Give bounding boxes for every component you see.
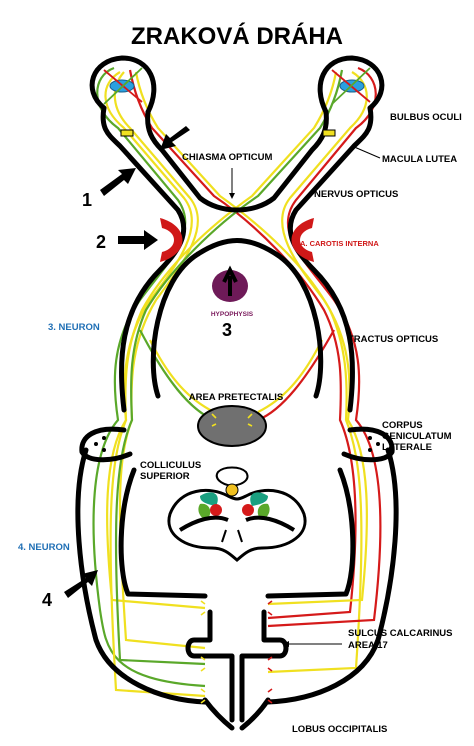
label-hypophysis: HYPOPHYSIS [211, 311, 254, 318]
label-corpus-3: LATERALE [382, 442, 432, 453]
left-ray-green [103, 67, 143, 105]
marker-4: 4 [42, 590, 52, 610]
left-green-nucleus [198, 503, 211, 520]
left-carotid-artery [160, 218, 183, 262]
right-ray-green [331, 67, 371, 105]
right-carotid-artery [291, 218, 314, 262]
numbered-arrows [64, 126, 190, 598]
tract-inner-left [150, 251, 201, 399]
label-sulcus-2: AREA 17 [348, 640, 388, 651]
right-macula [322, 129, 336, 137]
left-radiation-outer [75, 447, 208, 705]
chiasm-inner-border [145, 109, 329, 213]
right-occipital-tip [239, 697, 271, 731]
pointer-lines [229, 145, 381, 647]
marker-3: 3 [222, 320, 232, 340]
left-macula [120, 129, 134, 137]
left-eyeball-outline [89, 55, 157, 115]
label-lobus-occipitalis: LOBUS OCCIPITALIS [292, 724, 387, 735]
right-red-nucleus [242, 504, 254, 516]
marker-2: 2 [96, 232, 106, 252]
label-corpus-2: GENICULATUM [382, 431, 452, 442]
arrow-3-up [222, 265, 238, 296]
lgn-right [341, 426, 395, 463]
label-corpus-1: CORPUS [382, 420, 423, 431]
left-crossing-yellow-fibre [134, 71, 363, 674]
label-3-neuron: 3. NEURON [48, 322, 100, 333]
arrow-chiasm [160, 126, 190, 150]
midbrain-fibres [221, 529, 243, 543]
right-calcarine-wall [239, 609, 289, 723]
left-crus [178, 515, 229, 532]
left-red-nucleus [210, 504, 222, 516]
label-chiasma-opticum: CHIASMA OPTICUM [182, 152, 273, 163]
lgn-left [79, 426, 133, 463]
label-macula-lutea: MACULA LUTEA [382, 154, 457, 165]
label-sulcus-1: SULCUS CALCARINUS [348, 628, 453, 639]
left-radiation-inner [118, 467, 208, 599]
aqueduct-nucleus [225, 483, 239, 497]
diagram-title: ZRAKOVÁ DRÁHA [131, 22, 343, 50]
arrow-4 [64, 570, 98, 598]
left-teal-nucleus [200, 492, 218, 506]
label-nervus-opticus: NERVUS OPTICUS [314, 189, 398, 200]
midbrain-section [167, 466, 307, 562]
label-area-pretectalis: AREA PRETECTALIS [189, 392, 283, 403]
left-temporal-fibre [92, 66, 206, 688]
left-nasal-fibre [128, 69, 357, 620]
pretectal-terminals [211, 413, 253, 427]
colliculus-cap [215, 466, 249, 488]
label-4-neuron: 4. NEURON [18, 542, 70, 553]
right-crus [245, 515, 296, 532]
left-yellow-fibre-1 [104, 71, 206, 610]
pretectal-branch-right [257, 339, 323, 413]
left-calcarine-wall [185, 609, 235, 723]
left-eye [103, 67, 143, 137]
right-nasal-fibre [114, 69, 344, 666]
right-radiation-outer [265, 447, 399, 705]
pretectal-area [197, 405, 267, 447]
arrow-2 [118, 230, 158, 250]
macula-pointer [351, 145, 381, 159]
arrow-1 [100, 168, 136, 196]
right-radiation-inner [265, 467, 356, 599]
left-yellow-fibre-2 [113, 71, 206, 650]
pretectal-branch-right-red [257, 329, 335, 422]
marker-1: 1 [82, 190, 92, 210]
tract-inner-right [195, 238, 324, 399]
cortical-terminals [200, 600, 273, 704]
lgn-synapses [94, 436, 380, 452]
right-teal-nucleus [250, 492, 268, 506]
right-eye [322, 67, 371, 137]
label-a-carotis-interna: A. CAROTIS INTERNA [300, 239, 379, 248]
left-occipital-tip [202, 697, 235, 731]
label-tractus-opticus: TRACTUS OPTICUS [348, 334, 438, 345]
right-yellow-fibre-1 [267, 71, 368, 606]
label-colliculus-2: SUPERIOR [140, 471, 190, 482]
right-crossing-yellow-fibre [109, 71, 338, 698]
label-colliculus-1: COLLICULUS [140, 460, 201, 471]
label-bulbus-oculi: BULBUS OCULI [390, 112, 462, 123]
right-eyeball-outline [317, 55, 385, 115]
